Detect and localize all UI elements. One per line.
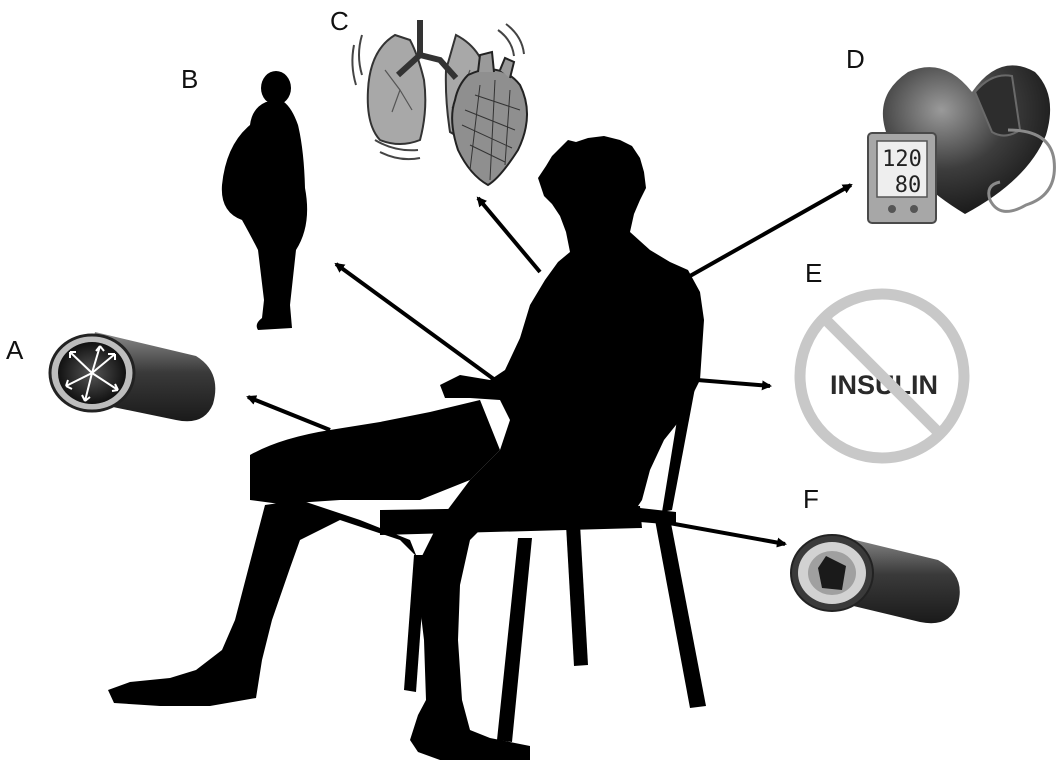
obese-person-silhouette-icon [222,71,307,330]
dilated-blood-vessel-icon [50,332,215,421]
arrow-to-d [690,185,851,276]
label-e: E [805,258,822,288]
heart-with-blood-pressure-monitor-icon: 120 80 [868,65,1054,223]
label-d: D [846,44,865,74]
atherosclerotic-blood-vessel-icon [791,535,960,623]
label-c: C [330,6,349,36]
arrow-to-c [478,198,540,272]
arrow-to-a [248,397,330,430]
arrow-to-b [336,264,495,380]
no-insulin-prohibition-icon: INSULIN [800,294,964,458]
label-a: A [6,335,24,365]
bp-diastolic-reading: 80 [895,173,922,198]
seated-person-silhouette-icon [108,136,706,760]
label-b: B [181,64,198,94]
lungs-and-heart-icon [352,20,527,185]
bp-systolic-reading: 120 [882,147,922,172]
label-f: F [803,484,819,514]
